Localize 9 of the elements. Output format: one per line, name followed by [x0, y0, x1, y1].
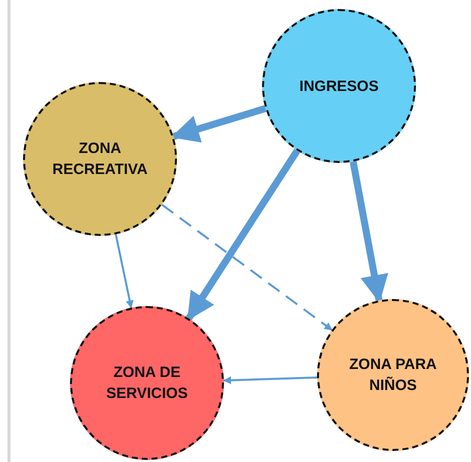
zone-label: ZONA PARA NIÑOS — [348, 355, 438, 396]
zone-label: ZONA RECREATIVA — [51, 139, 149, 180]
arrow — [170, 105, 266, 143]
zone-label: INGRESOS — [298, 76, 380, 96]
arrow — [350, 161, 388, 304]
arrow — [161, 204, 332, 331]
arrow — [223, 376, 318, 384]
arrow — [186, 148, 300, 321]
zone-label: ZONA DE SERVICIOS — [105, 363, 189, 404]
